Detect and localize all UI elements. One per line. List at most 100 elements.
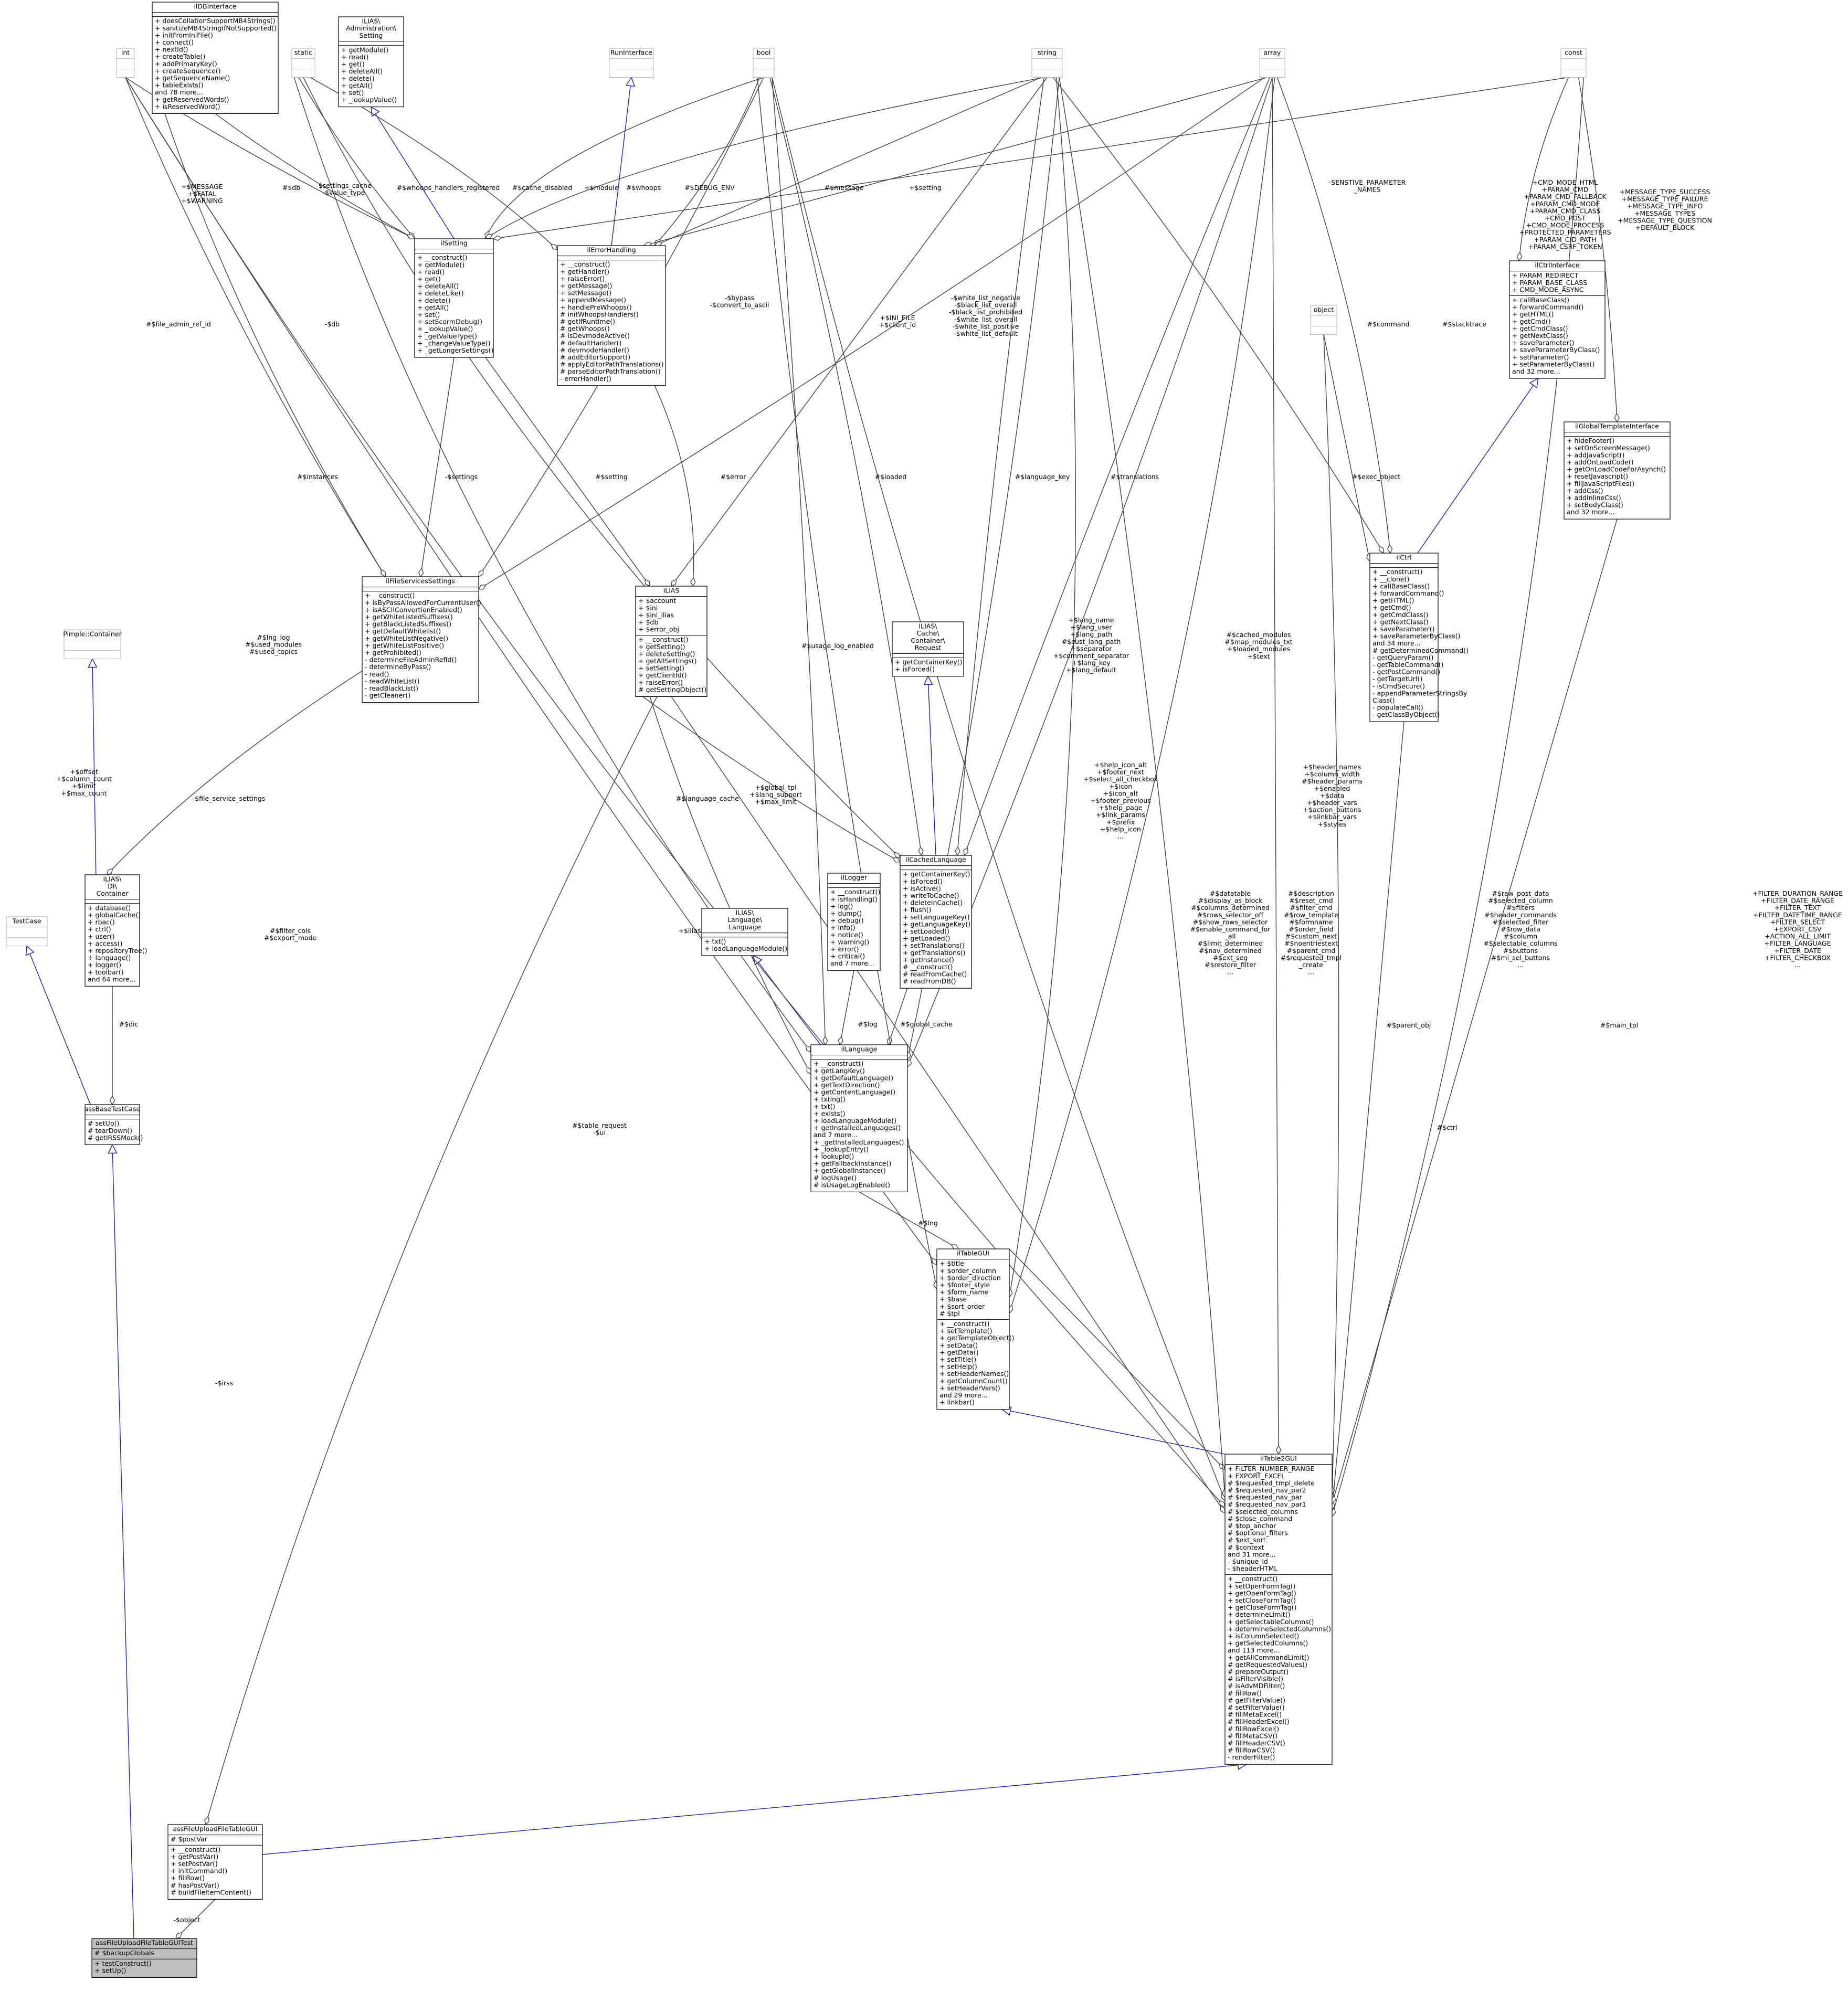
class-int[interactable]: int (116, 48, 135, 78)
class-assTest[interactable]: assFileUploadFileTableGUITest# $backupGl… (91, 1938, 197, 1978)
class-title: ilTable2GUI (1260, 1455, 1297, 1463)
aggregation-diamond (671, 579, 677, 587)
edge-label-line: #$selectable_columns (1483, 939, 1557, 947)
class-attribute: + $form_name (939, 1288, 989, 1296)
class-ilLanguage[interactable]: ilLanguage+ __construct()+ getLangKey()+… (810, 1044, 908, 1192)
class-method: + setHeaderNames() (939, 1370, 1009, 1378)
class-method: + read() (341, 53, 368, 61)
edge-setting-ilias (485, 357, 650, 587)
class-method: + getFallbackInstance() (814, 1160, 891, 1168)
edge-label-line: +$header_vars (1307, 799, 1357, 807)
class-method: + __construct() (171, 1846, 220, 1853)
edge-label-l1: +$MESSAGE+$FATAL+$WARNING (181, 183, 223, 205)
edge-label-line: +CMD_MODE_PROCESS (1526, 221, 1604, 229)
class-attribute: + $base (939, 1295, 967, 1303)
class-assBaseTestCase[interactable]: assBaseTestCase# setUp()# tearDown()# ge… (85, 1104, 143, 1146)
class-ILIAS[interactable]: ILIAS+ $account+ $ini+ $ini_ilias+ $db+ … (635, 586, 707, 697)
edge-label-line: -SENSTIVE_PARAMETER (1329, 178, 1406, 186)
edge-label-line: +$text (1247, 652, 1270, 660)
edge-label-line: ... (1794, 961, 1801, 969)
class-ilCachedLanguage[interactable]: ilCachedLanguage+ getContainerKey()+ isF… (900, 855, 972, 989)
class-ilCtrl[interactable]: ilCtrl+ __construct()+ __clone()+ callBa… (1369, 553, 1469, 722)
class-attribute: - $unique_id (1228, 1557, 1268, 1565)
class-ilSetting[interactable]: ilSetting+ __construct()+ getModule()+ r… (414, 238, 494, 358)
class-diContainer[interactable]: ILIAS\DI\Container+ database()+ globalCa… (85, 874, 147, 987)
aggregation-diamond (492, 235, 503, 241)
edge-label-line: +$header_names (1303, 763, 1361, 771)
class-cacheRequest[interactable]: ILIAS\Cache\Container\Request+ getContai… (892, 621, 964, 677)
class-langLanguage[interactable]: ILIAS\Language\Language+ txt()+ loadLang… (701, 908, 788, 956)
class-ilTableGUI[interactable]: ilTableGUI+ $title+ $order_column+ $orde… (936, 1248, 1014, 1410)
edge-label-line: #$nav_determined (1199, 947, 1262, 955)
edge-label-l32: #$cached_modules#$map_modules_txt+$loade… (1224, 631, 1292, 660)
edge-label-l15: -$db (325, 320, 340, 328)
class-pimple[interactable]: Pimple::Container (63, 629, 122, 660)
class-ilTable2GUI[interactable]: ilTable2GUI+ FILTER_NUMBER_RANGE+ EXPORT… (1224, 1454, 1333, 1765)
class-ilErrorHandling[interactable]: ilErrorHandling+ __construct()+ getHandl… (557, 245, 666, 386)
aggregation-diamond (645, 578, 650, 587)
class-ilCtrlInterface[interactable]: ilCtrlInterface+ PARAM_REDIRECT+ PARAM_B… (1509, 260, 1606, 379)
class-method: + loadLanguageModule() (814, 1117, 896, 1125)
aggregation-diamond (1379, 545, 1384, 554)
class-method: + addOnLoadCode() (1567, 458, 1633, 466)
edge-label-line: #$setting (595, 473, 628, 481)
edge-label-line: #$row_data (1501, 925, 1540, 933)
edge-label-line: #$file_admin_ref_id (146, 320, 211, 328)
class-method: + nextId() (155, 46, 188, 54)
edge-label-line: +$footer_previous (1090, 797, 1151, 804)
class-method: + getAllSettings() (638, 657, 697, 665)
edge-label-line: +$ilias (678, 927, 701, 935)
edge-bool-language (772, 77, 826, 1045)
edge-label-l49: -$irss (215, 1379, 233, 1387)
class-box (91, 1938, 197, 1978)
edge-label-l5: #$cache_disabled (512, 184, 572, 192)
aggregation-diamond (478, 584, 487, 590)
class-method: + hideFooter() (1567, 437, 1614, 444)
class-assFileUploadFileTableGUI[interactable]: assFileUploadFileTableGUI# $postVar+ __c… (167, 1824, 263, 1900)
class-method: + warning() (830, 938, 869, 946)
class-ilGlobalTemplateInterface[interactable]: ilGlobalTemplateInterface+ hideFooter()+… (1564, 421, 1671, 520)
edge-label-line: #$noentriestext (1284, 939, 1338, 947)
class-method: + callBaseClass() (1372, 582, 1430, 590)
edge-label-line: #$requested_tmpl (1281, 953, 1342, 961)
class-const[interactable]: const (1560, 48, 1587, 78)
class-ilDBInterface[interactable]: ilDBInterface+ doesCollationSupportMB4St… (152, 2, 279, 114)
class-string[interactable]: string (1031, 48, 1063, 78)
class-method: + getHTML() (1372, 597, 1414, 605)
class-method: # fillMetaCSV() (1228, 1732, 1277, 1740)
edge-logger-language (839, 970, 854, 1045)
class-method: # hasPostVar() (171, 1881, 219, 1889)
class-static[interactable]: static (291, 48, 315, 78)
edge-label-line: +$comment_separator (1053, 652, 1129, 660)
edge-label-line: +$help_icon (1100, 825, 1141, 833)
class-method: + getNextClass() (1372, 618, 1429, 626)
edge-label-line: #$DEBUG_ENV (684, 184, 735, 192)
class-bool[interactable]: bool (753, 48, 775, 78)
edge-label-line: +FILTER_DURATION_RANGE (1752, 889, 1843, 897)
edge-globaltpl-table2gui (1332, 519, 1618, 1504)
edge-label-line: -$white_list_default (954, 330, 1018, 337)
class-RunInterface[interactable]: RunInterface (609, 48, 654, 78)
edge-label-line: #$parent_obj (1387, 1021, 1431, 1029)
class-ilLogger[interactable]: ilLogger+ __construct()+ isHandling()+ l… (827, 873, 881, 971)
class-method: + isForced() (903, 877, 943, 885)
edge-label-line: -$ui (593, 1129, 606, 1137)
edge-const-ctrlinterface (1518, 77, 1569, 261)
edge-label-line: #$header_commands (1484, 911, 1557, 919)
edge-label-line: -$file_service_settings (193, 794, 266, 802)
edge-label-line: #$global_cache (900, 1020, 953, 1028)
class-title: string (1038, 49, 1057, 57)
class-title: Cache\ (916, 629, 939, 637)
edge-label-line: #$order_field (1289, 925, 1334, 933)
edge-object-ilctrl (1323, 334, 1370, 562)
class-method: + setParameterByClass() (1512, 360, 1594, 368)
class-array[interactable]: array (1259, 48, 1285, 78)
class-method: + getWhiteListedSuffixes() (365, 613, 453, 621)
class-title: Language (728, 923, 761, 931)
class-ilFileServicesSettings[interactable]: ilFileServicesSettings+ __construct()+ i… (362, 576, 481, 703)
edge-ilias-filetable (205, 696, 658, 1825)
class-method: + read() (417, 268, 445, 276)
class-TestCase[interactable]: TestCase (6, 916, 48, 947)
class-adminSetting[interactable]: ILIAS\Administration\Setting+ getModule(… (338, 16, 404, 108)
class-object[interactable]: object (1310, 305, 1337, 335)
